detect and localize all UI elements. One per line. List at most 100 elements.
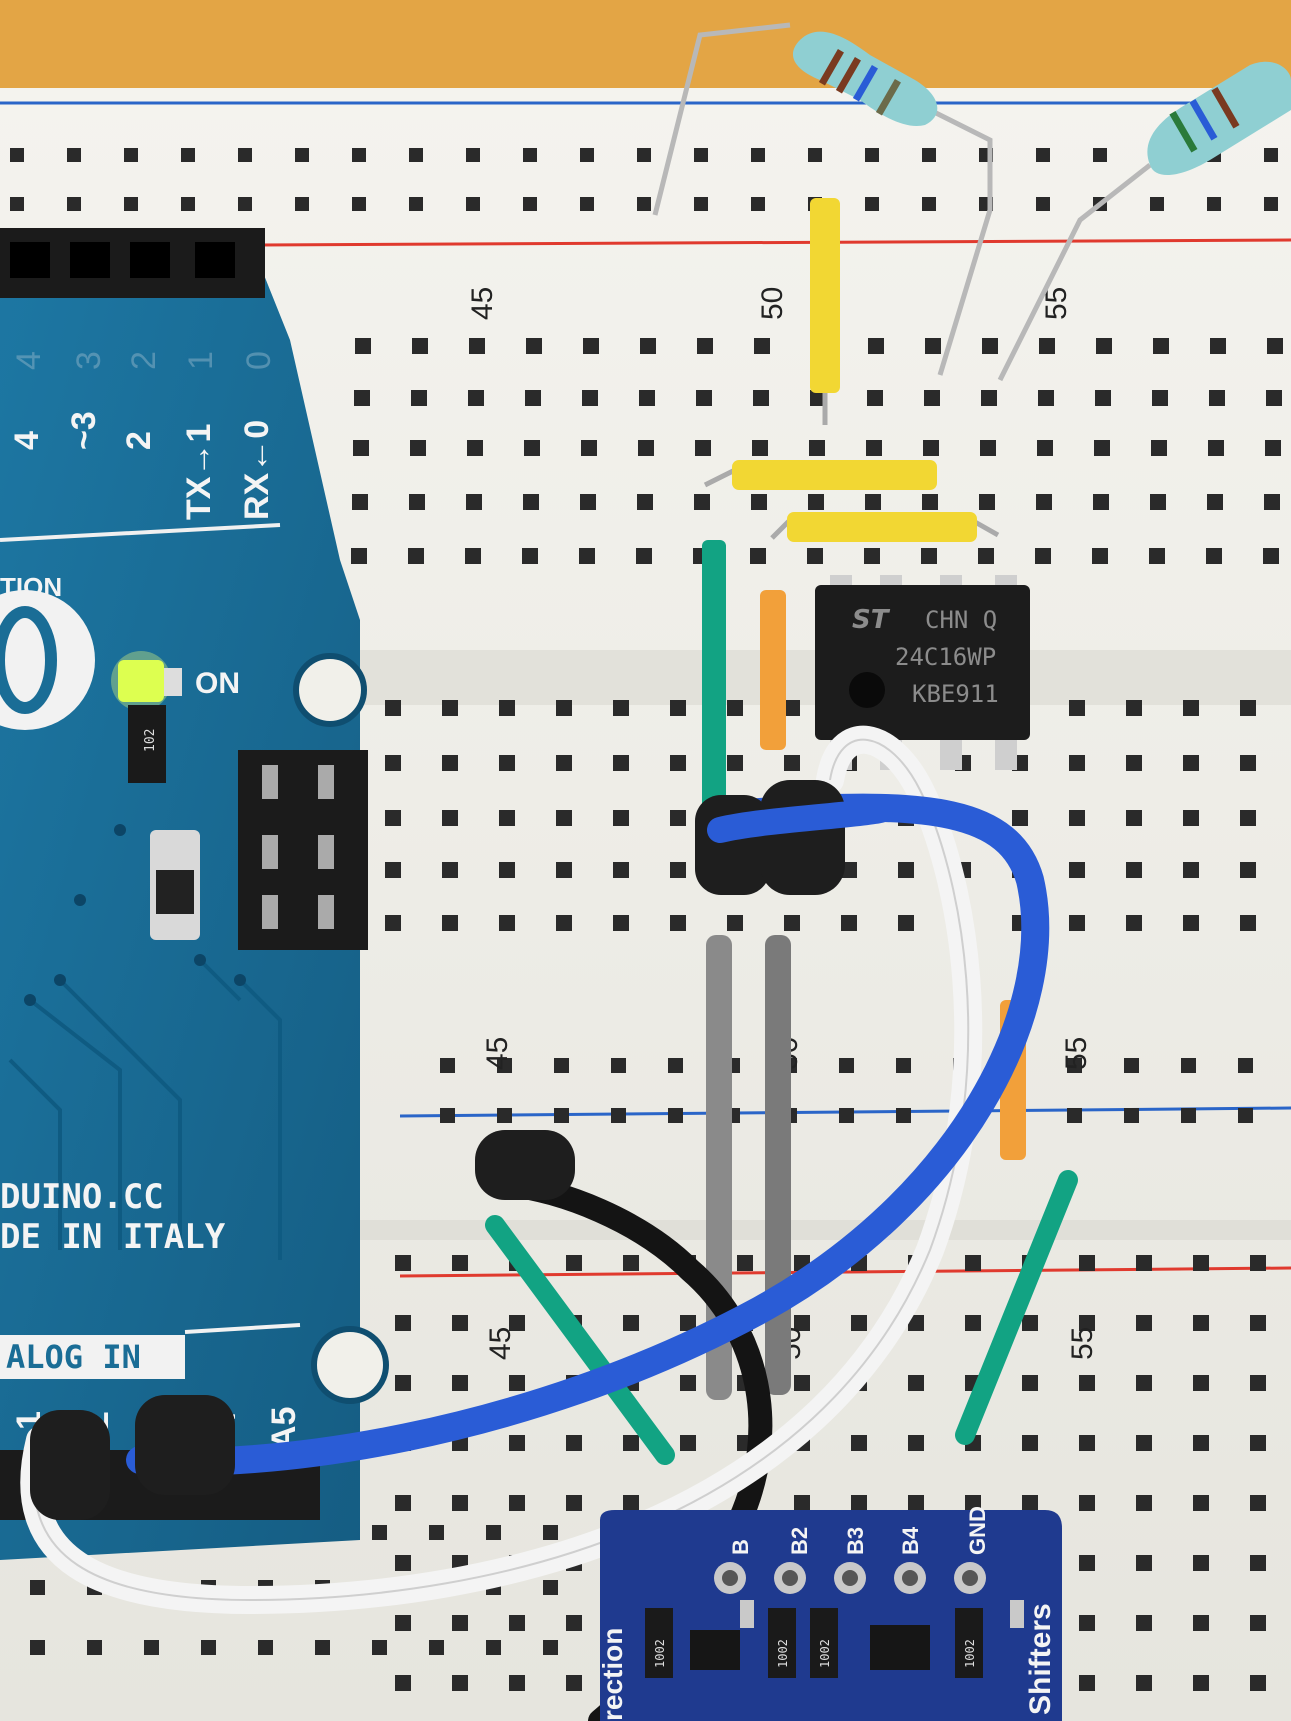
breadboard-hole <box>408 548 424 564</box>
breadboard-hole <box>922 494 938 510</box>
breadboard-hole <box>1193 1615 1209 1631</box>
breadboard-hole <box>965 1315 981 1331</box>
breadboard-hole <box>1183 862 1199 878</box>
breadboard-hole <box>1036 197 1050 211</box>
breadboard-hole <box>753 390 769 406</box>
breadboard-hole <box>1193 1435 1209 1451</box>
breadboard-hole <box>1264 494 1280 510</box>
breadboard-hole <box>1136 1675 1152 1691</box>
breadboard-hole <box>1193 1555 1209 1571</box>
breadboard-hole <box>965 1495 981 1511</box>
breadboard-hole <box>1210 338 1226 354</box>
breadboard-hole <box>409 148 423 162</box>
breadboard-hole <box>1183 700 1199 716</box>
wire-plug-black <box>135 1395 235 1495</box>
shifter-pin-label: B <box>728 1539 753 1555</box>
shifter-pin-label: B3 <box>843 1527 868 1555</box>
breadboard-hole <box>523 197 537 211</box>
rail-line-red-top <box>259 238 1291 247</box>
breadboard-hole <box>980 440 996 456</box>
breadboard-hole <box>898 915 914 931</box>
mounting-hole <box>293 653 367 727</box>
breadboard-hole <box>613 862 629 878</box>
shifter-pin-label: B2 <box>787 1527 812 1555</box>
wire-plug-black <box>695 795 770 895</box>
breadboard-hole <box>1207 494 1223 510</box>
breadboard-hole <box>754 338 770 354</box>
breadboard-hole <box>355 338 371 354</box>
header-top-label: 0 <box>240 351 278 370</box>
breadboard-hole <box>694 148 708 162</box>
breadboard-hole <box>442 862 458 878</box>
breadboard-hole <box>1126 755 1142 771</box>
breadboard-hole <box>694 197 708 211</box>
made-in-italy-text: DE IN ITALY <box>0 1217 226 1257</box>
breadboard-hole <box>908 1435 924 1451</box>
breadboard-hole <box>1079 1555 1095 1571</box>
breadboard-hole <box>1022 1315 1038 1331</box>
breadboard-hole <box>611 1058 626 1073</box>
breadboard-hole <box>543 1640 558 1655</box>
wire-blue <box>126 793 1050 1476</box>
breadboard-hole <box>238 197 252 211</box>
row-number-label: 55 <box>1066 1327 1099 1360</box>
breadboard-hole <box>543 1580 558 1595</box>
breadboard-hole <box>751 494 767 510</box>
breadboard-hole <box>499 700 515 716</box>
breadboard-hole <box>1181 1058 1196 1073</box>
breadboard-hole <box>452 1375 468 1391</box>
breadboard-hole <box>922 148 936 162</box>
breadboard-hole <box>30 1640 45 1655</box>
breadboard-hole <box>807 548 823 564</box>
breadboard-hole <box>497 1108 512 1123</box>
breadboard-hole <box>526 338 542 354</box>
analog-in-label: ALOG IN <box>6 1338 141 1376</box>
digital-pin-label: ~3 <box>65 411 103 450</box>
breadboard-hole <box>1069 700 1085 716</box>
breadboard-hole <box>509 1495 525 1511</box>
svg-text:ST: ST <box>852 605 891 635</box>
breadboard-hole <box>556 810 572 826</box>
shifter-resistor-code: 1002 <box>818 1639 832 1668</box>
breadboard-hole <box>1149 548 1165 564</box>
breadboard-hole <box>543 1525 558 1540</box>
breadboard-hole <box>864 548 880 564</box>
breadboard-hole <box>623 1315 639 1331</box>
breadboard-hole <box>580 197 594 211</box>
breadboard-hole <box>468 390 484 406</box>
header-top-label: 4 <box>10 351 48 370</box>
jumper-teal-2 <box>485 1215 675 1465</box>
breadboard-hole <box>898 862 914 878</box>
breadboard-hole <box>1209 390 1225 406</box>
breadboard-hole <box>982 338 998 354</box>
on-label: ON <box>195 667 240 700</box>
breadboard-hole <box>181 197 195 211</box>
breadboard-hole <box>467 440 483 456</box>
breadboard-hole <box>978 548 994 564</box>
breadboard-hole <box>1265 440 1281 456</box>
breadboard-hole <box>556 915 572 931</box>
breadboard-hole <box>1250 1615 1266 1631</box>
breadboard-hole <box>639 390 655 406</box>
resistor-1 <box>652 22 993 376</box>
breadboard-hole <box>810 390 826 406</box>
breadboard-hole <box>1037 440 1053 456</box>
breadboard-hole <box>354 390 370 406</box>
breadboard-hole <box>452 1615 468 1631</box>
breadboard-hole <box>896 1108 911 1123</box>
breadboard-hole <box>613 915 629 931</box>
breadboard-hole <box>452 1675 468 1691</box>
breadboard-hole <box>752 440 768 456</box>
breadboard-hole <box>1079 1675 1095 1691</box>
resistor-2 <box>997 61 1291 382</box>
header-top-label: 3 <box>70 351 108 370</box>
breadboard-hole <box>556 862 572 878</box>
shifter-pin-label: B4 <box>898 1526 923 1555</box>
breadboard-hole <box>841 915 857 931</box>
breadboard-hole <box>1039 338 1055 354</box>
breadboard-hole <box>372 1525 387 1540</box>
breadboard-hole <box>680 1315 696 1331</box>
breadboard-hole <box>1036 494 1052 510</box>
breadboard-hole <box>1079 1315 1095 1331</box>
breadboard-hole <box>144 1640 159 1655</box>
